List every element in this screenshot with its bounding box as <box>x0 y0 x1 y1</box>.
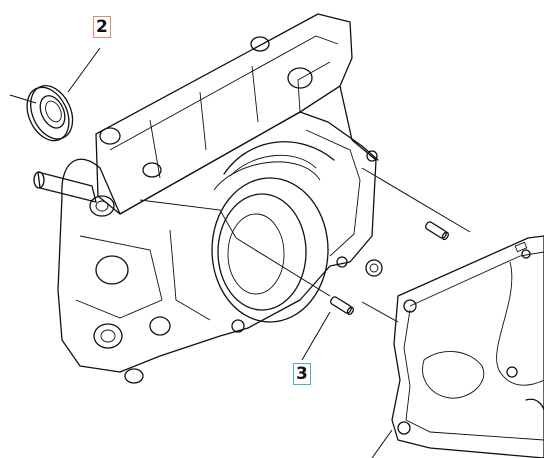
axis-line-pin-upper <box>361 167 471 233</box>
leader-line-2 <box>67 47 101 93</box>
axis-line-seal <box>9 94 37 104</box>
callout-oil-seal: 2 <box>93 16 111 38</box>
axis-line-gasket <box>361 301 399 323</box>
leader-lines <box>9 47 471 458</box>
gasket <box>391 235 544 458</box>
dowel-pin-lower <box>330 296 354 316</box>
leader-line-3 <box>301 311 331 361</box>
dowel-pin-upper <box>425 221 449 241</box>
crankcase-half <box>33 13 383 384</box>
callout-dowel-pin: 3 <box>293 363 311 385</box>
axis-line-bottom <box>371 429 393 458</box>
oil-seal <box>26 85 74 142</box>
